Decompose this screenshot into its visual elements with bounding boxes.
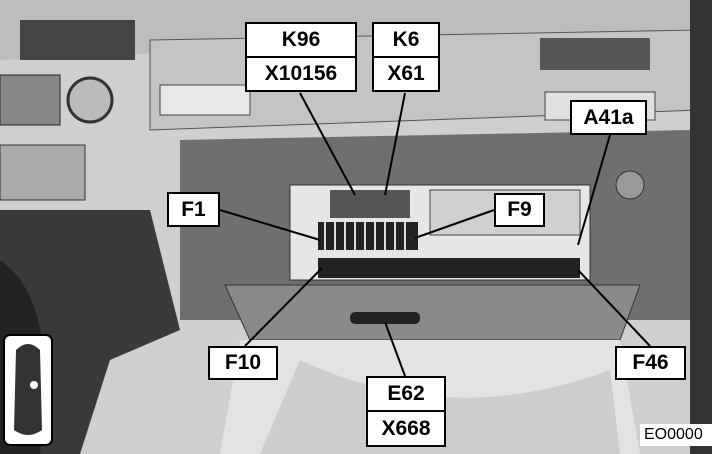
label-e62-x668: E62 X668 [366,376,446,447]
left-air-vent [20,20,135,60]
label-x668: X668 [366,410,446,447]
control-knob [66,76,114,124]
callout-lines [219,92,651,377]
right-air-vent [540,38,650,70]
label-f9: F9 [494,193,545,227]
label-k96: K96 [245,22,357,58]
label-e62: E62 [366,376,446,412]
connectors [330,190,410,218]
label-a41a: A41a [570,100,647,135]
connector-e62 [350,312,420,324]
label-f46: F46 [615,346,686,380]
label-k6-x61: K6 X61 [372,22,440,92]
label-k6: K6 [372,22,440,58]
label-f10: F10 [208,346,278,380]
label-x61: X61 [372,56,440,92]
car-location-icon [3,334,53,446]
label-x10156: X10156 [245,56,357,92]
label-k96-x10156: K96 X10156 [245,22,357,92]
figure-code: EO0000 [640,424,712,446]
label-f1: F1 [167,192,220,227]
